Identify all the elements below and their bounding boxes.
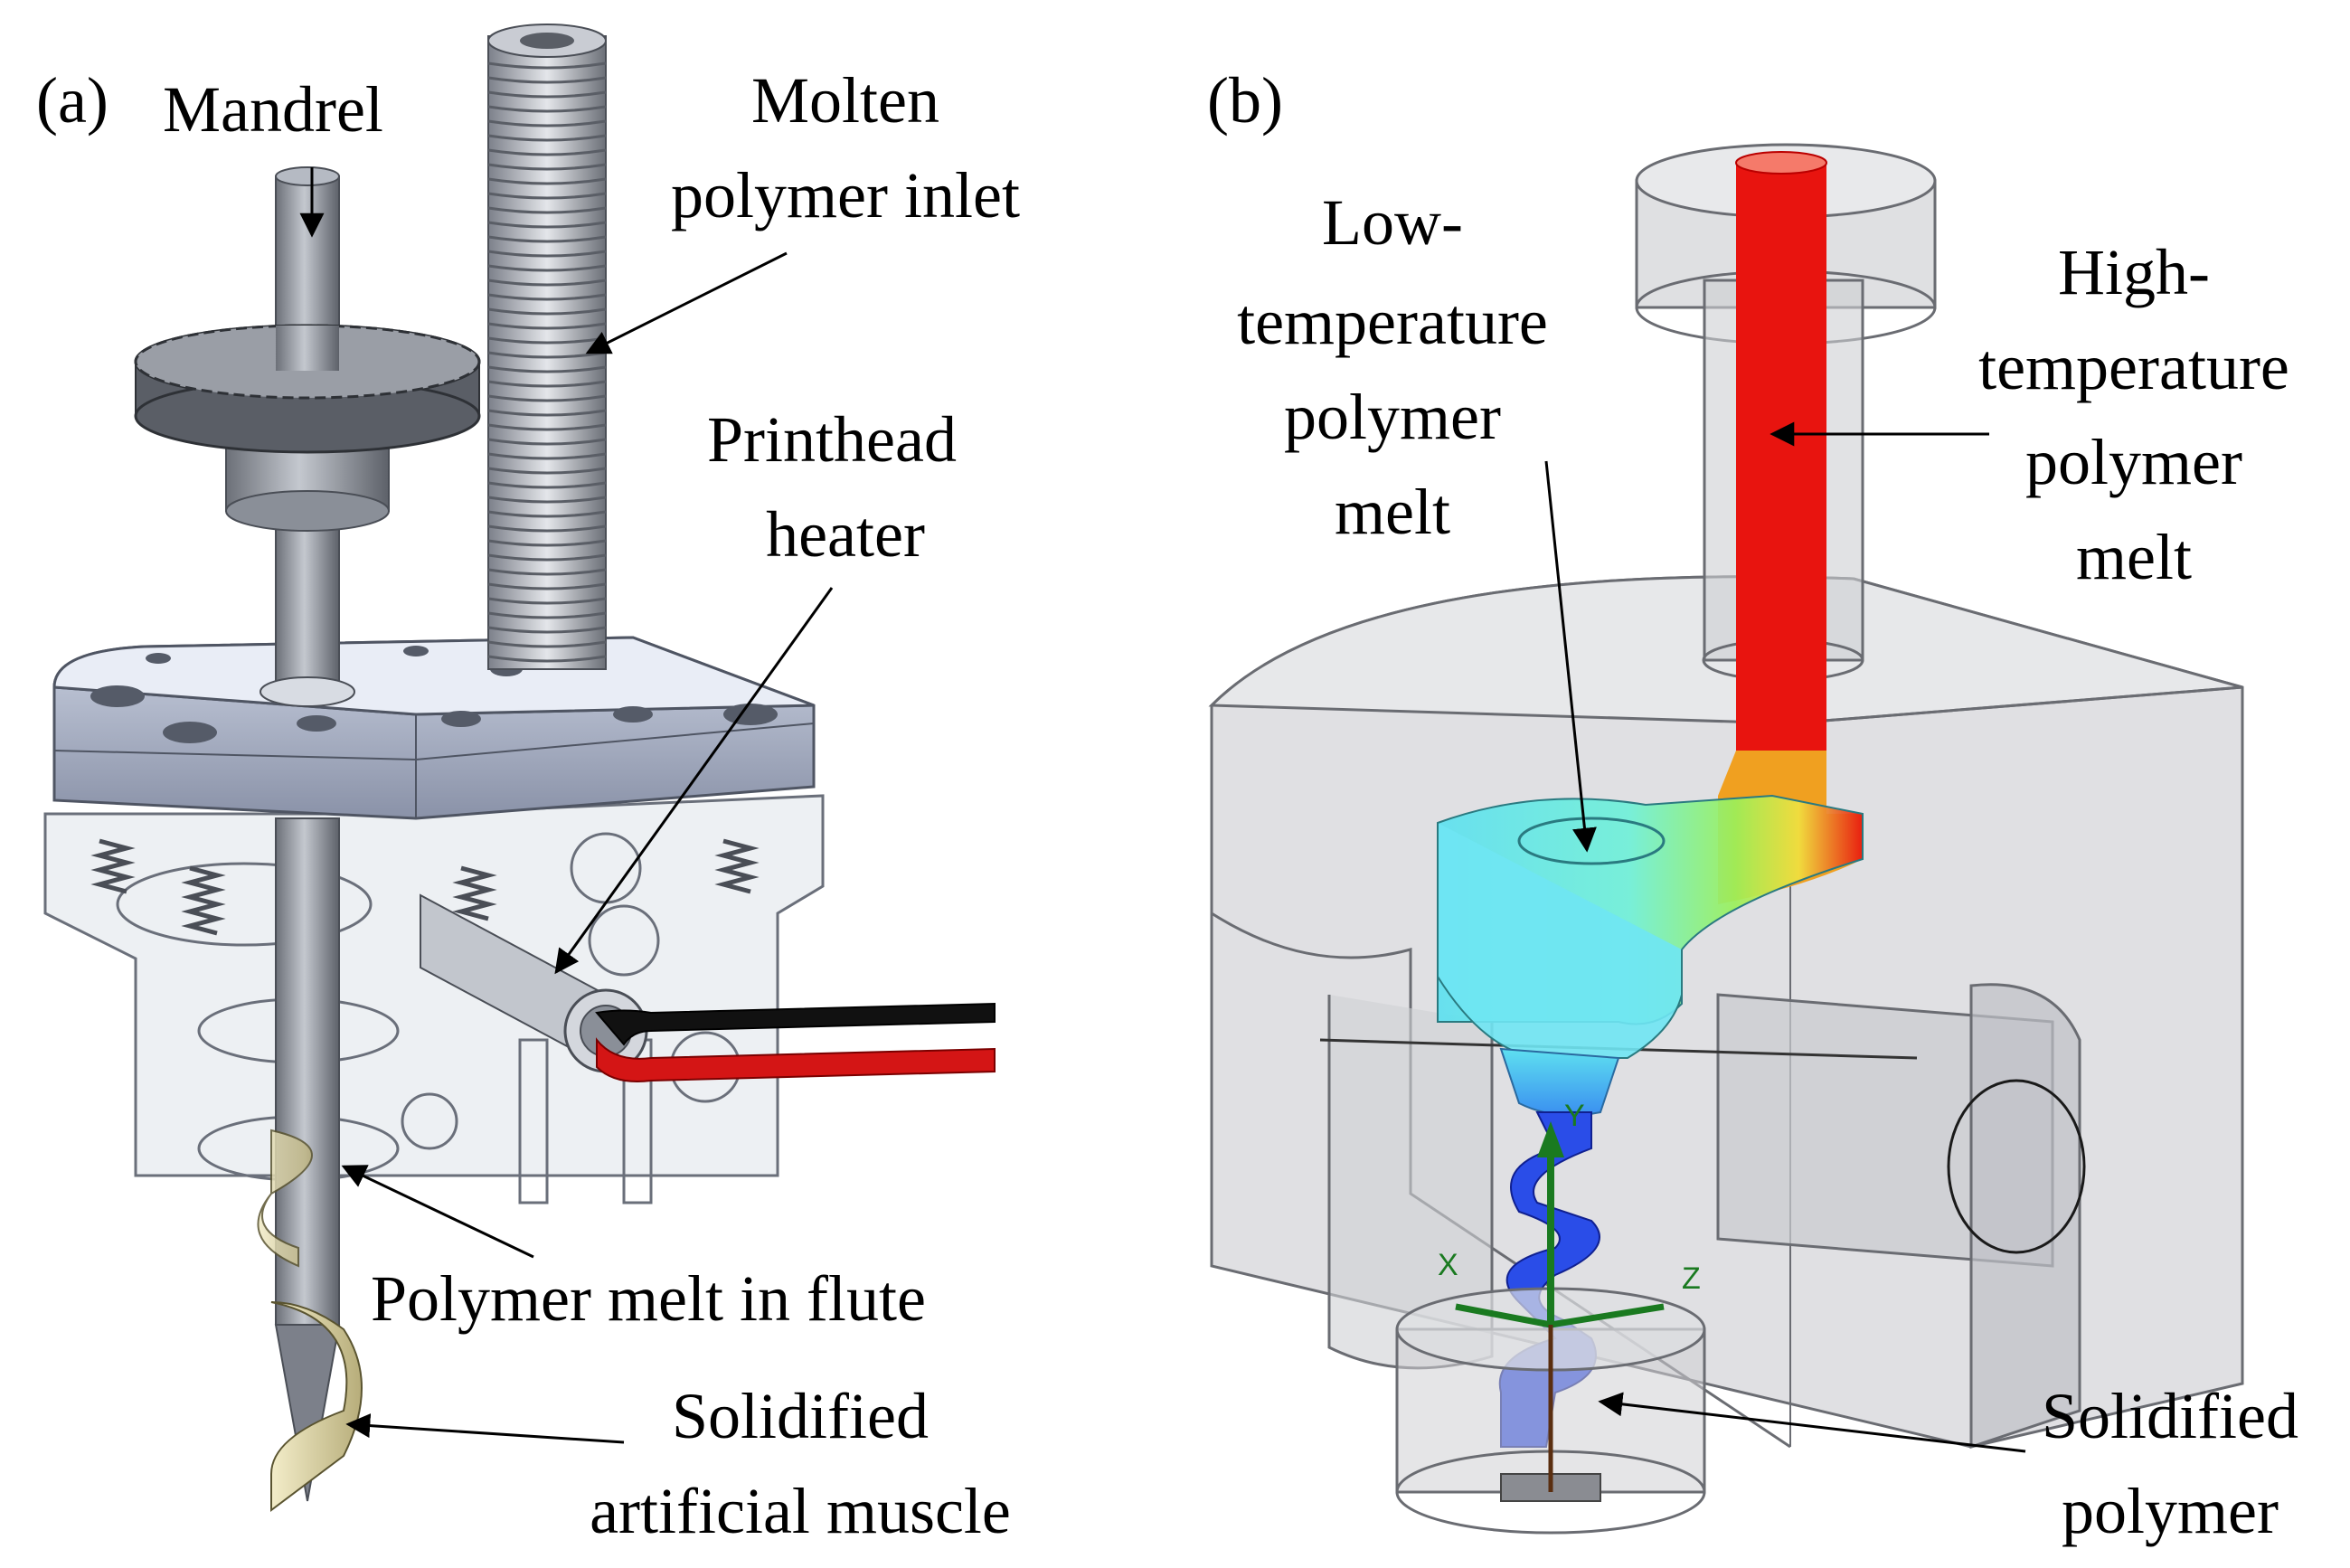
thread-line xyxy=(487,177,607,185)
label-high-line1: High- xyxy=(2058,236,2210,308)
thread-line xyxy=(487,452,607,460)
axis-z-label: Z xyxy=(1682,1261,1701,1296)
thread-line xyxy=(487,655,607,663)
coordinate-triad: Y X Z xyxy=(1438,1099,1701,1492)
thread-line xyxy=(487,351,607,359)
thread-line xyxy=(487,134,607,142)
label-mandrel: Mandrel xyxy=(163,73,383,146)
arrow-molten-inlet xyxy=(585,251,788,354)
printhead-block-transparent xyxy=(1208,575,2244,1450)
thread-line xyxy=(487,626,607,634)
thread-line xyxy=(487,119,607,128)
thread-line xyxy=(487,582,607,590)
label-high-line3: polymer xyxy=(2025,426,2242,498)
molten-inlet-tube xyxy=(487,24,607,670)
thread-line xyxy=(487,61,607,70)
top-plate xyxy=(52,636,816,820)
thread-line xyxy=(487,148,607,156)
label-solid-polymer-line2: polymer xyxy=(2062,1475,2279,1547)
arrow-heater xyxy=(554,587,834,975)
axis-y-label: Y xyxy=(1564,1099,1585,1133)
axis-z-line xyxy=(1550,1303,1665,1328)
panel-a-tag: (a) xyxy=(36,64,109,137)
thread-line xyxy=(487,568,607,576)
arrow-melt-in-flute xyxy=(341,1165,534,1259)
thread-line xyxy=(487,221,607,229)
label-solid-muscle-line1: Solidified xyxy=(672,1380,929,1452)
thread-line xyxy=(487,76,607,84)
thread-line xyxy=(487,307,607,316)
thread-line xyxy=(487,467,607,475)
thread-line xyxy=(487,250,607,258)
thread-line xyxy=(487,553,607,562)
arrow-low-temp xyxy=(1544,460,1597,853)
thread-line xyxy=(487,105,607,113)
thread-line xyxy=(487,524,607,533)
thread-line xyxy=(487,423,607,431)
thread-line xyxy=(487,293,607,301)
thread-line xyxy=(487,264,607,272)
label-molten-inlet-line2: polymer inlet xyxy=(671,159,1020,231)
low-temp-melt-chamber xyxy=(1437,794,1864,1117)
thread-line xyxy=(487,163,607,171)
thread-line xyxy=(487,206,607,214)
thread-line xyxy=(487,235,607,243)
axis-x-line xyxy=(1455,1303,1552,1328)
label-melt-in-flute: Polymer melt in flute xyxy=(371,1262,926,1335)
printhead-housing xyxy=(43,794,825,1204)
thread-line xyxy=(487,539,607,547)
springs xyxy=(90,838,760,936)
thread-line xyxy=(487,394,607,402)
panel-a: (a) Mandrel Molten polymer inlet Printhe… xyxy=(36,24,1020,1547)
label-molten-inlet-line1: Molten xyxy=(751,64,939,137)
heater-cartridge xyxy=(420,893,996,1082)
thread-line xyxy=(487,496,607,504)
label-low-line3: polymer xyxy=(1284,381,1501,453)
axis-x-label: X xyxy=(1438,1248,1458,1282)
label-low-line4: melt xyxy=(1335,476,1450,548)
thread-line xyxy=(487,597,607,605)
panel-b: Y X Z (b) Low- temperature polymer melt … xyxy=(1207,64,2298,1547)
label-high-line4: melt xyxy=(2076,521,2192,593)
artificial-muscle-ribbon xyxy=(257,1129,363,1512)
thread-line xyxy=(487,409,607,417)
label-heater-line2: heater xyxy=(766,498,925,571)
arrow-solid-muscle xyxy=(345,1413,625,1444)
thread-line xyxy=(487,279,607,287)
thread-line xyxy=(487,438,607,446)
thread-line xyxy=(487,510,607,518)
thread-line xyxy=(487,90,607,99)
thread-line xyxy=(487,192,607,200)
label-high-line2: temperature xyxy=(1978,331,2289,403)
gear xyxy=(134,324,481,532)
thread-line xyxy=(487,611,607,619)
label-solid-muscle-line2: artificial muscle xyxy=(590,1475,1011,1547)
panel-b-tag: (b) xyxy=(1207,64,1283,137)
thread-line xyxy=(487,640,607,648)
arrow-solid-polymer xyxy=(1598,1392,2026,1453)
label-low-line2: temperature xyxy=(1237,286,1548,358)
thread-line xyxy=(487,481,607,489)
label-low-line1: Low- xyxy=(1322,186,1463,259)
label-solid-polymer-line1: Solidified xyxy=(2042,1380,2298,1452)
thread-line xyxy=(487,380,607,388)
thread-line xyxy=(487,322,607,330)
thread-line xyxy=(487,365,607,373)
label-heater-line1: Printhead xyxy=(707,403,957,476)
